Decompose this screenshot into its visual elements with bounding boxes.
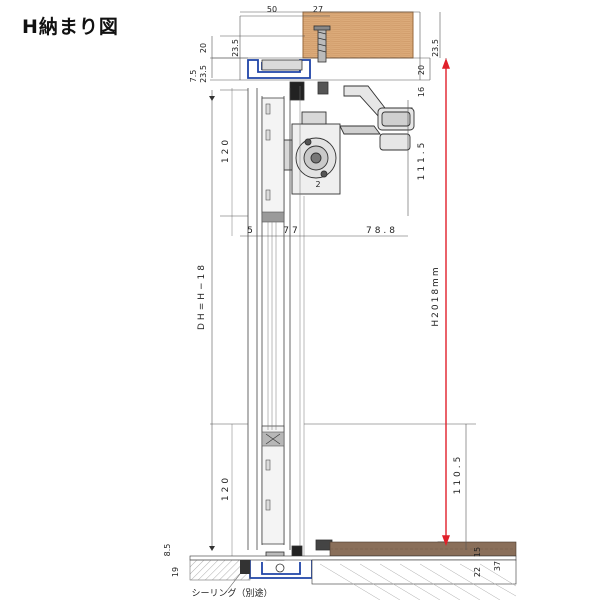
screw — [313, 25, 331, 63]
page-title: H納まり図 — [22, 16, 119, 38]
level-marker-top — [209, 96, 215, 101]
dim-50: 50 — [267, 5, 277, 14]
dim-19: 19 — [171, 567, 180, 577]
bottom-pivot — [275, 563, 285, 573]
floor-hatching — [319, 563, 517, 600]
height-line — [441, 58, 451, 546]
dim-27: 27 — [313, 5, 323, 14]
door-leaf — [247, 88, 291, 550]
dim-7-5: 7.5 — [189, 70, 198, 83]
dim-23-5c: 23.5 — [431, 39, 440, 57]
dim-5: 5 — [247, 226, 253, 236]
dim-20b: 20 — [417, 65, 426, 75]
glass-beads — [261, 103, 285, 511]
dim-37: 37 — [493, 561, 502, 571]
dim-77: 77 — [283, 226, 300, 236]
mark-2: 2 — [315, 180, 320, 189]
dim-120a: 120 — [221, 137, 231, 163]
dim-110-5: 110.5 — [453, 454, 463, 495]
reference-lines — [231, 86, 305, 556]
dim-120b: 120 — [221, 475, 231, 501]
floor — [189, 541, 517, 585]
closer-body — [279, 111, 341, 195]
dim-23-5b: 23.5 — [199, 65, 208, 83]
sealing-leader — [225, 573, 241, 593]
glass-pane — [267, 222, 277, 430]
dim-78-8: 78.8 — [366, 226, 398, 236]
dim-15: 15 — [473, 547, 482, 557]
dim-h2018: H2018mm — [431, 265, 441, 326]
dim-16: 16 — [417, 87, 426, 97]
dim-23-5a: 23.5 — [231, 39, 240, 57]
level-marker-bottom — [209, 546, 215, 551]
dim-dh: DH=H−18 — [197, 262, 207, 330]
sealing-label: シーリング（別途） — [191, 587, 272, 599]
dim-20a: 20 — [199, 43, 208, 53]
closer-arm — [339, 85, 415, 151]
dim-111-5: 111.5 — [417, 140, 427, 181]
top-rail-detail — [261, 59, 329, 101]
dim-22: 22 — [473, 567, 482, 577]
dim-8-5: 8.5 — [163, 544, 172, 557]
dim-lines — [210, 12, 476, 550]
